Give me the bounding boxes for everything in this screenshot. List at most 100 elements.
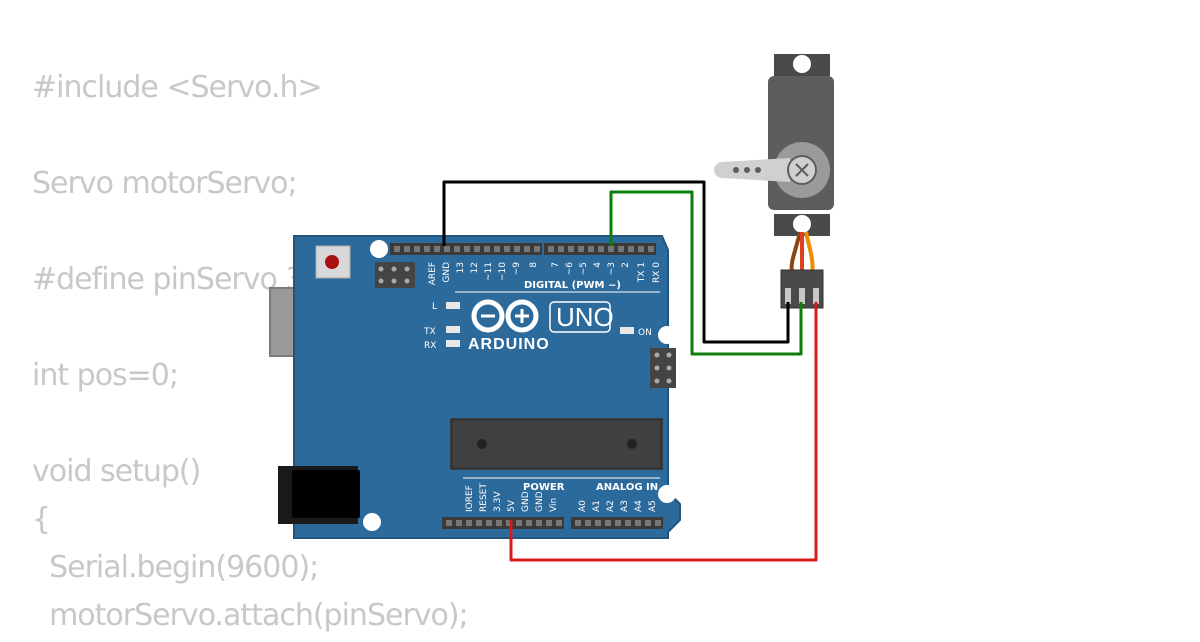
pin-label: IOREF bbox=[465, 485, 475, 512]
header-pin[interactable] bbox=[464, 246, 470, 252]
header-pin[interactable] bbox=[524, 246, 530, 252]
header-pin[interactable] bbox=[466, 520, 472, 526]
header-pin[interactable] bbox=[615, 520, 621, 526]
header-pin[interactable] bbox=[504, 246, 510, 252]
pin-label: GND bbox=[442, 262, 452, 283]
servo-horn[interactable] bbox=[714, 158, 790, 182]
svg-text:TX: TX bbox=[423, 327, 436, 337]
header-pin[interactable] bbox=[496, 520, 502, 526]
uno-badge: UNO bbox=[549, 301, 614, 333]
header-pin[interactable] bbox=[598, 246, 604, 252]
reset-button-cap bbox=[325, 255, 339, 269]
header-pin[interactable] bbox=[635, 520, 641, 526]
header-pin[interactable] bbox=[456, 520, 462, 526]
code-line: void setup() bbox=[32, 454, 201, 489]
header-pin[interactable] bbox=[474, 246, 480, 252]
header-pin[interactable] bbox=[454, 246, 460, 252]
power-label: POWER bbox=[523, 482, 565, 493]
code-line: #include <Servo.h> bbox=[32, 70, 323, 105]
header-pin[interactable] bbox=[506, 520, 512, 526]
header-pin[interactable] bbox=[608, 246, 614, 252]
pin-label: 13 bbox=[456, 262, 466, 273]
header-pin[interactable] bbox=[546, 520, 552, 526]
pin-label: 5V bbox=[507, 499, 517, 512]
header-pin[interactable] bbox=[548, 246, 554, 252]
pin-label: RX 0 bbox=[652, 262, 662, 283]
arduino-logo: ARDUINO bbox=[468, 299, 549, 353]
header-pin[interactable] bbox=[494, 246, 500, 252]
pin-label: 3.3V bbox=[493, 491, 503, 512]
code-line: Servo motorServo; bbox=[32, 166, 298, 201]
mount-hole bbox=[658, 326, 676, 344]
pin-label: 12 bbox=[470, 262, 480, 273]
header-pin[interactable] bbox=[424, 246, 430, 252]
pin-label: GND bbox=[535, 491, 545, 512]
pin-label: ~9 bbox=[512, 262, 522, 276]
header-pin[interactable] bbox=[648, 246, 654, 252]
header-pin[interactable] bbox=[575, 520, 581, 526]
power-header bbox=[442, 517, 564, 529]
header-pin[interactable] bbox=[558, 246, 564, 252]
icsp-header bbox=[650, 348, 676, 388]
header-pin[interactable] bbox=[645, 520, 651, 526]
header-pin[interactable] bbox=[534, 246, 540, 252]
header-pin[interactable] bbox=[585, 520, 591, 526]
header-pin[interactable] bbox=[434, 246, 440, 252]
servo-motor[interactable] bbox=[714, 54, 834, 309]
pin-label: Vin bbox=[549, 498, 559, 512]
header-pin[interactable] bbox=[578, 246, 584, 252]
header-pin[interactable] bbox=[638, 246, 644, 252]
icsp-header bbox=[375, 262, 415, 288]
pin-label: AREF bbox=[428, 262, 438, 285]
header-pin[interactable] bbox=[514, 246, 520, 252]
header-pin[interactable] bbox=[568, 246, 574, 252]
infinity-right-icon bbox=[505, 299, 539, 333]
pin-label: A5 bbox=[648, 500, 658, 512]
svg-text:ON: ON bbox=[638, 328, 652, 338]
servo-lead-brown bbox=[789, 231, 802, 273]
header-pin[interactable] bbox=[605, 520, 611, 526]
header-pin[interactable] bbox=[484, 246, 490, 252]
header-pin[interactable] bbox=[655, 520, 661, 526]
header-pin[interactable] bbox=[588, 246, 594, 252]
analog-header bbox=[571, 517, 663, 529]
header-pin[interactable] bbox=[516, 520, 522, 526]
digital-label: DIGITAL (PWM ~) bbox=[524, 280, 621, 291]
header-pin[interactable] bbox=[476, 520, 482, 526]
pin-label: A1 bbox=[592, 500, 602, 512]
model-text: UNO bbox=[556, 302, 614, 332]
header-pin[interactable] bbox=[556, 520, 562, 526]
pin-label: ~10 bbox=[498, 262, 508, 281]
header-pin[interactable] bbox=[446, 520, 452, 526]
code-line: motorServo.attach(pinServo); bbox=[32, 598, 469, 633]
led-tx: TX bbox=[423, 326, 460, 337]
wire-signal[interactable] bbox=[609, 190, 803, 356]
wire-gnd[interactable] bbox=[442, 180, 790, 344]
header-pin[interactable] bbox=[444, 246, 450, 252]
header-pin[interactable] bbox=[486, 520, 492, 526]
header-pin[interactable] bbox=[526, 520, 532, 526]
header-pin[interactable] bbox=[618, 246, 624, 252]
header-pin[interactable] bbox=[414, 246, 420, 252]
header-pin[interactable] bbox=[394, 246, 400, 252]
pin-label: ~5 bbox=[579, 262, 589, 275]
code-line: int pos=0; bbox=[32, 358, 179, 393]
header-pin[interactable] bbox=[628, 246, 634, 252]
wire-power[interactable] bbox=[509, 302, 818, 562]
pin-label: RESET bbox=[479, 483, 489, 512]
pin-label: 7 bbox=[551, 262, 561, 268]
header-pin[interactable] bbox=[625, 520, 631, 526]
code-line: #define pinServo 3 bbox=[32, 262, 304, 297]
servo-tab-hole bbox=[793, 215, 811, 233]
pin-label: ~6 bbox=[565, 262, 575, 276]
led-on: ON bbox=[620, 327, 652, 338]
pin-label: 2 bbox=[621, 262, 631, 268]
header-pin[interactable] bbox=[595, 520, 601, 526]
pin-label: GND bbox=[521, 491, 531, 512]
pin-label: 8 bbox=[529, 262, 539, 268]
header-pin[interactable] bbox=[404, 246, 410, 252]
header-pin[interactable] bbox=[536, 520, 542, 526]
